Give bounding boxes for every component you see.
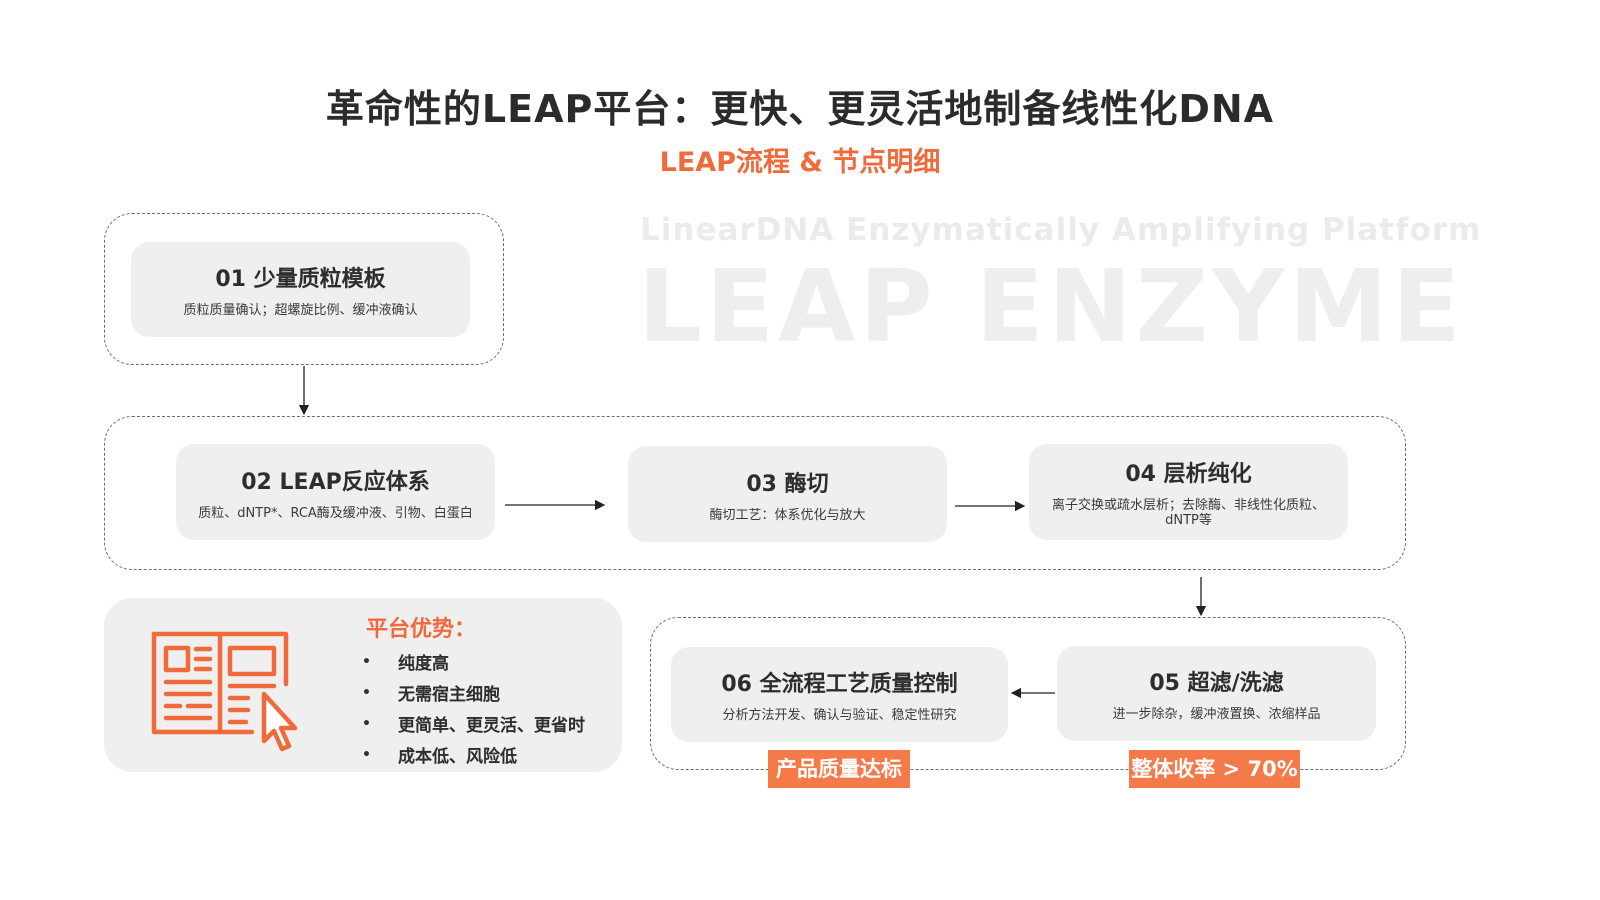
step-05-title: 05 超滤/洗滤 xyxy=(1149,671,1284,696)
advantages-title: 平台优势： xyxy=(366,617,477,642)
step-04-title: 04 层析纯化 xyxy=(1125,462,1252,487)
step-02-title: 02 LEAP反应体系 xyxy=(241,469,430,495)
step-06-title: 06 全流程工艺质量控制 xyxy=(721,672,958,697)
advantages-list: •纯度高 •无需宿主细胞 •更简单、更灵活、更省时 •成本低、风险低 xyxy=(362,646,585,770)
group-steps-02-04 xyxy=(104,416,1406,570)
list-item: •无需宿主细胞 xyxy=(362,684,500,706)
step-04-box: 04 层析纯化 离子交换或疏水层析；去除酶、非线性化质粒、dNTP等 xyxy=(1029,444,1348,540)
step-05-desc: 进一步除杂，缓冲液置换、浓缩样品 xyxy=(1112,707,1321,722)
page-subtitle: LEAP流程 & 节点明细 xyxy=(659,147,941,178)
step-03-title: 03 酶切 xyxy=(746,471,829,497)
watermark-title: LEAP ENZYME xyxy=(638,248,1465,365)
list-item: •更简单、更灵活、更省时 xyxy=(362,715,585,737)
advantages-panel xyxy=(104,598,622,772)
step-03-desc: 酶切工艺：体系优化与放大 xyxy=(709,507,866,523)
step-02-box: 02 LEAP反应体系 质粒、dNTP*、RCA酶及缓冲液、引物、白蛋白 xyxy=(176,444,495,540)
step-06-box: 06 全流程工艺质量控制 分析方法开发、确认与验证、稳定性研究 xyxy=(671,647,1008,742)
step-02-desc: 质粒、dNTP*、RCA酶及缓冲液、引物、白蛋白 xyxy=(198,505,473,521)
page-title: 革命性的LEAP平台：更快、更灵活地制备线性化DNA xyxy=(325,87,1275,131)
tag-overall-yield: 整体收率 > 70% xyxy=(1129,750,1300,788)
step-04-desc: 离子交换或疏水层析；去除酶、非线性化质粒、dNTP等 xyxy=(1051,498,1325,528)
list-item: •成本低、风险低 xyxy=(362,746,517,768)
tag-product-quality: 产品质量达标 xyxy=(768,750,910,788)
watermark-subtitle: LinearDNA Enzymatically Amplifying Platf… xyxy=(640,212,1482,248)
step-06-desc: 分析方法开发、确认与验证、稳定性研究 xyxy=(722,708,957,723)
step-01-title: 01 少量质粒模板 xyxy=(215,267,386,292)
list-item: •纯度高 xyxy=(362,653,449,675)
group-step-01 xyxy=(104,213,504,365)
group-steps-05-06 xyxy=(650,617,1406,770)
document-click-icon xyxy=(150,628,300,763)
step-05-box: 05 超滤/洗滤 进一步除杂，缓冲液置换、浓缩样品 xyxy=(1057,646,1376,741)
step-03-box: 03 酶切 酶切工艺：体系优化与放大 xyxy=(628,446,947,542)
step-01-box: 01 少量质粒模板 质粒质量确认；超螺旋比例、缓冲液确认 xyxy=(131,242,470,337)
step-01-desc: 质粒质量确认；超螺旋比例、缓冲液确认 xyxy=(183,303,418,318)
